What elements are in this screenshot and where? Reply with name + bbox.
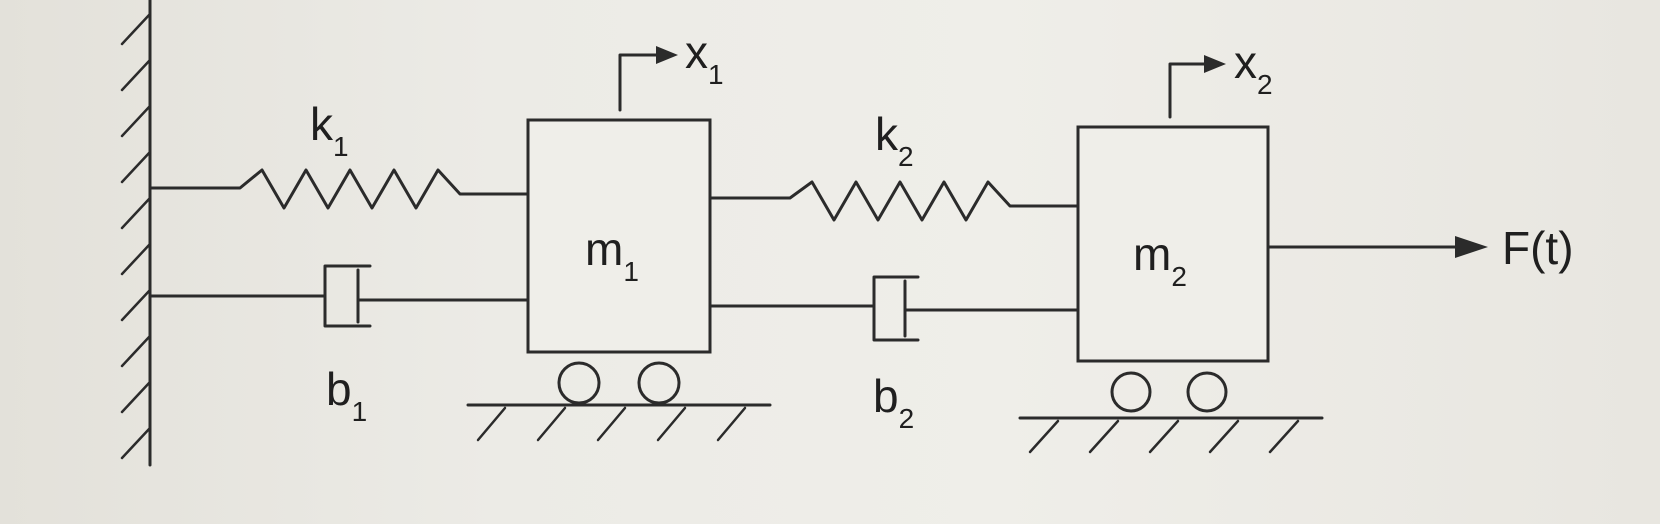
mass-m1-block [526, 118, 712, 354]
label-x2: x2 [1234, 36, 1273, 100]
label-m2: m2 [1133, 228, 1187, 292]
ground-m1 [466, 403, 772, 442]
displacement-arrow-x2 [1168, 55, 1226, 119]
displacement-arrow-x1 [618, 46, 678, 112]
spring-k1 [148, 168, 530, 210]
label-k2: k2 [875, 108, 914, 172]
ground-m2 [1018, 416, 1324, 454]
mass-m2-block [1076, 125, 1270, 363]
wheels-m2 [1110, 371, 1228, 413]
wheels-m1 [557, 361, 681, 405]
label-m1: m1 [585, 223, 639, 287]
label-x1: x1 [685, 26, 724, 90]
label-b2: b2 [873, 370, 914, 434]
label-k1: k1 [310, 98, 349, 162]
fixed-wall [120, 0, 152, 467]
label-force: F(t) [1502, 222, 1574, 274]
damper-b2 [708, 275, 1080, 342]
spring-k2 [708, 180, 1082, 222]
damper-b1 [148, 264, 530, 328]
force-arrow [1266, 236, 1488, 258]
label-b1: b1 [326, 363, 367, 427]
